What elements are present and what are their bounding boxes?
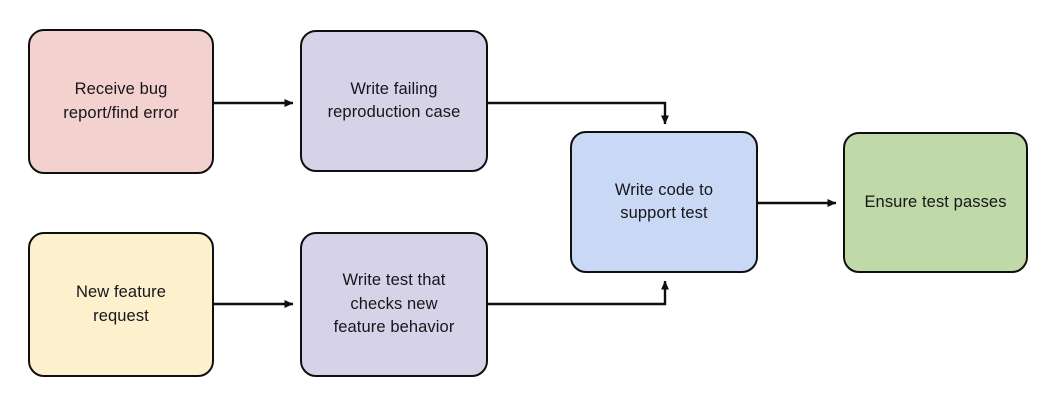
node-write-failing-reproduction-case[interactable]: Write failing reproduction case	[300, 30, 488, 172]
node-write-test-checks-new-feature[interactable]: Write test that checks new feature behav…	[300, 232, 488, 377]
node-receive-bug-report[interactable]: Receive bug report/find error	[28, 29, 214, 174]
node-label: Receive bug report/find error	[63, 80, 179, 122]
node-new-feature-request[interactable]: New feature request	[28, 232, 214, 377]
node-label: Write test that checks new feature behav…	[333, 271, 455, 337]
node-write-code-to-support-test[interactable]: Write code to support test	[570, 131, 758, 273]
node-label: Write failing reproduction case	[327, 79, 461, 121]
node-ensure-test-passes[interactable]: Ensure test passes	[843, 132, 1028, 273]
edge-test-to-code	[488, 280, 669, 306]
node-label: New feature request	[75, 283, 167, 325]
node-label: Write code to support test	[614, 180, 714, 222]
node-label: Ensure test passes	[864, 192, 1007, 211]
edge-failing-to-code	[488, 101, 669, 125]
